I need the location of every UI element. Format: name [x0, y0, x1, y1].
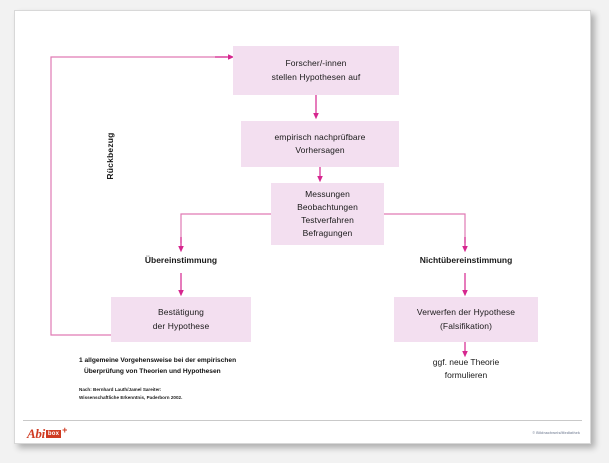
caption-line-1: allgemeine Vorgehensweise bei der empiri… [84, 357, 237, 364]
caption-main: 1 allgemeine Vorgehensweise bei der empi… [79, 356, 339, 377]
node-neue-theorie: ggf. neue Theorie formulieren [411, 356, 521, 382]
figure-caption: 1 allgemeine Vorgehensweise bei der empi… [79, 356, 339, 402]
node-verwerfen-hypothese: Verwerfen der Hypothese (Falsifikation) [394, 297, 538, 342]
node-line: ggf. neue Theorie [432, 357, 500, 367]
label-uebereinstimmung: Übereinstimmung [144, 255, 218, 265]
flowchart-connectors [50, 54, 468, 358]
node-line: der Hypothese [152, 320, 210, 331]
source-line-1: Nach: Bernhard Lauth/Jamel Sareiter: [79, 387, 162, 393]
node-line: Testverfahren [301, 215, 354, 225]
node-bestaetigung: Bestätigung der Hypothese [111, 297, 251, 342]
node-line: Befragungen [302, 228, 353, 239]
node-line: Vorhersagen [295, 145, 345, 155]
node-line: (Falsifikation) [439, 320, 493, 331]
node-messungen: Messungen Beobachtungen Testverfahren Be… [271, 183, 384, 245]
node-line: Forscher/-innen [285, 58, 347, 69]
logo-plus-icon: + [62, 424, 68, 435]
label-nichtuebereinstimmung: Nichtübereinstimmung [419, 255, 513, 265]
image-credit: © Bildnachweis/Mediathek [532, 431, 580, 435]
footer-divider [23, 420, 582, 421]
worksheet-page: Forscher/-innen stellen Hypothesen auf e… [14, 10, 591, 444]
node-line: Messungen [305, 188, 350, 199]
flowchart-diagram: Forscher/-innen stellen Hypothesen auf e… [15, 11, 590, 443]
node-line: empirisch nachprüfbare [274, 131, 366, 142]
label-rueckbezug: Rückbezug [105, 132, 115, 180]
caption-line-2: Überprüfung von Theorien und Hypothesen [84, 367, 221, 375]
node-line: Verwerfen der Hypothese [416, 307, 516, 318]
caption-number: 1 [79, 357, 83, 364]
node-line: stellen Hypothesen auf [271, 71, 361, 82]
node-line: formulieren [444, 370, 488, 381]
node-line: Beobachtungen [297, 201, 358, 212]
logo-wordmark: Abi [27, 426, 45, 441]
source-line-2: Wissenschaftliche Erkenntnis, Paderborn … [79, 395, 183, 401]
node-line: Bestätigung [158, 307, 204, 318]
node-empirische-vorhersagen: empirisch nachprüfbare Vorhersagen [241, 121, 399, 167]
node-forscher-hypothesen: Forscher/-innen stellen Hypothesen auf [233, 46, 399, 95]
logo-badge: box [45, 430, 62, 438]
source-citation: Nach: Bernhard Lauth/Jamel Sareiter: Wis… [79, 386, 339, 402]
